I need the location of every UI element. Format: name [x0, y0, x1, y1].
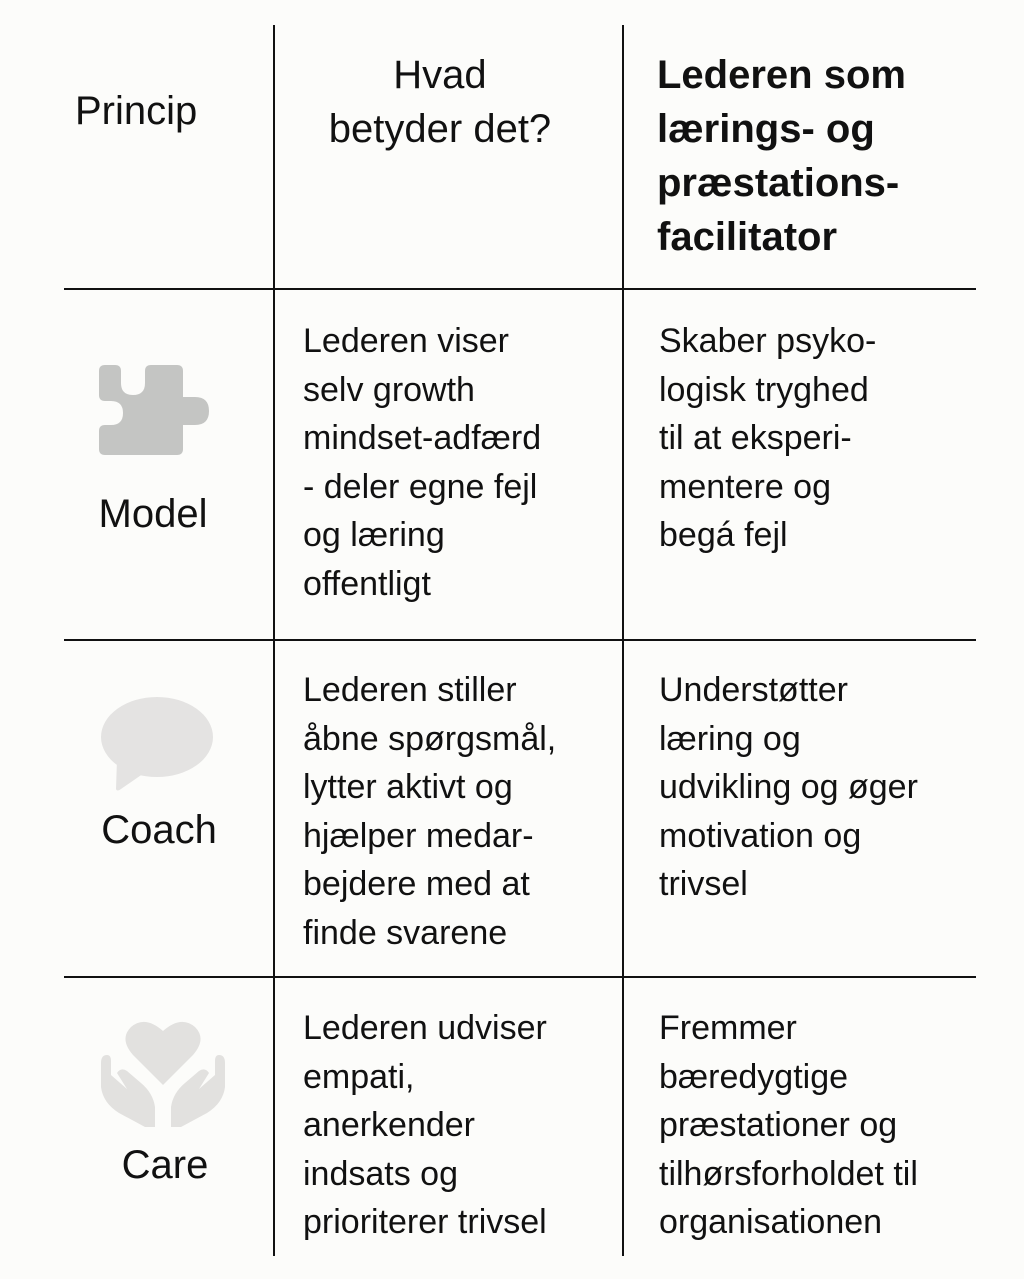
- header-principle: Princip: [75, 89, 198, 133]
- facilitator-coach: Understøtter læring og udvikling og øger…: [659, 671, 918, 903]
- speech-bubble-icon: [101, 697, 213, 791]
- puzzle-piece-icon: [99, 365, 209, 455]
- principle-coach: Coach: [101, 808, 217, 852]
- facilitator-care: Fremmer bæredygtige præstationer og tilh…: [659, 1009, 918, 1241]
- meaning-model: Lederen viser selv growth mindset-adfærd…: [303, 322, 542, 603]
- principle-model: Model: [98, 492, 208, 536]
- row-divider-1: [64, 639, 976, 641]
- heart-hands-icon: [101, 1021, 225, 1127]
- row-divider-2: [64, 976, 976, 978]
- header-meaning: Hvad betyder det?: [328, 53, 552, 151]
- row-divider-header: [64, 288, 976, 290]
- facilitator-model: Skaber psyko- logisk tryghed til at eksp…: [659, 322, 877, 554]
- meaning-coach: Lederen stiller åbne spørgsmål, lytter a…: [303, 671, 557, 952]
- principle-care: Care: [121, 1143, 209, 1187]
- meaning-care: Lederen udviser empati, anerkender indsa…: [303, 1009, 547, 1241]
- header-facilitator: Lederen som lærings- og præstations- fac…: [657, 53, 906, 259]
